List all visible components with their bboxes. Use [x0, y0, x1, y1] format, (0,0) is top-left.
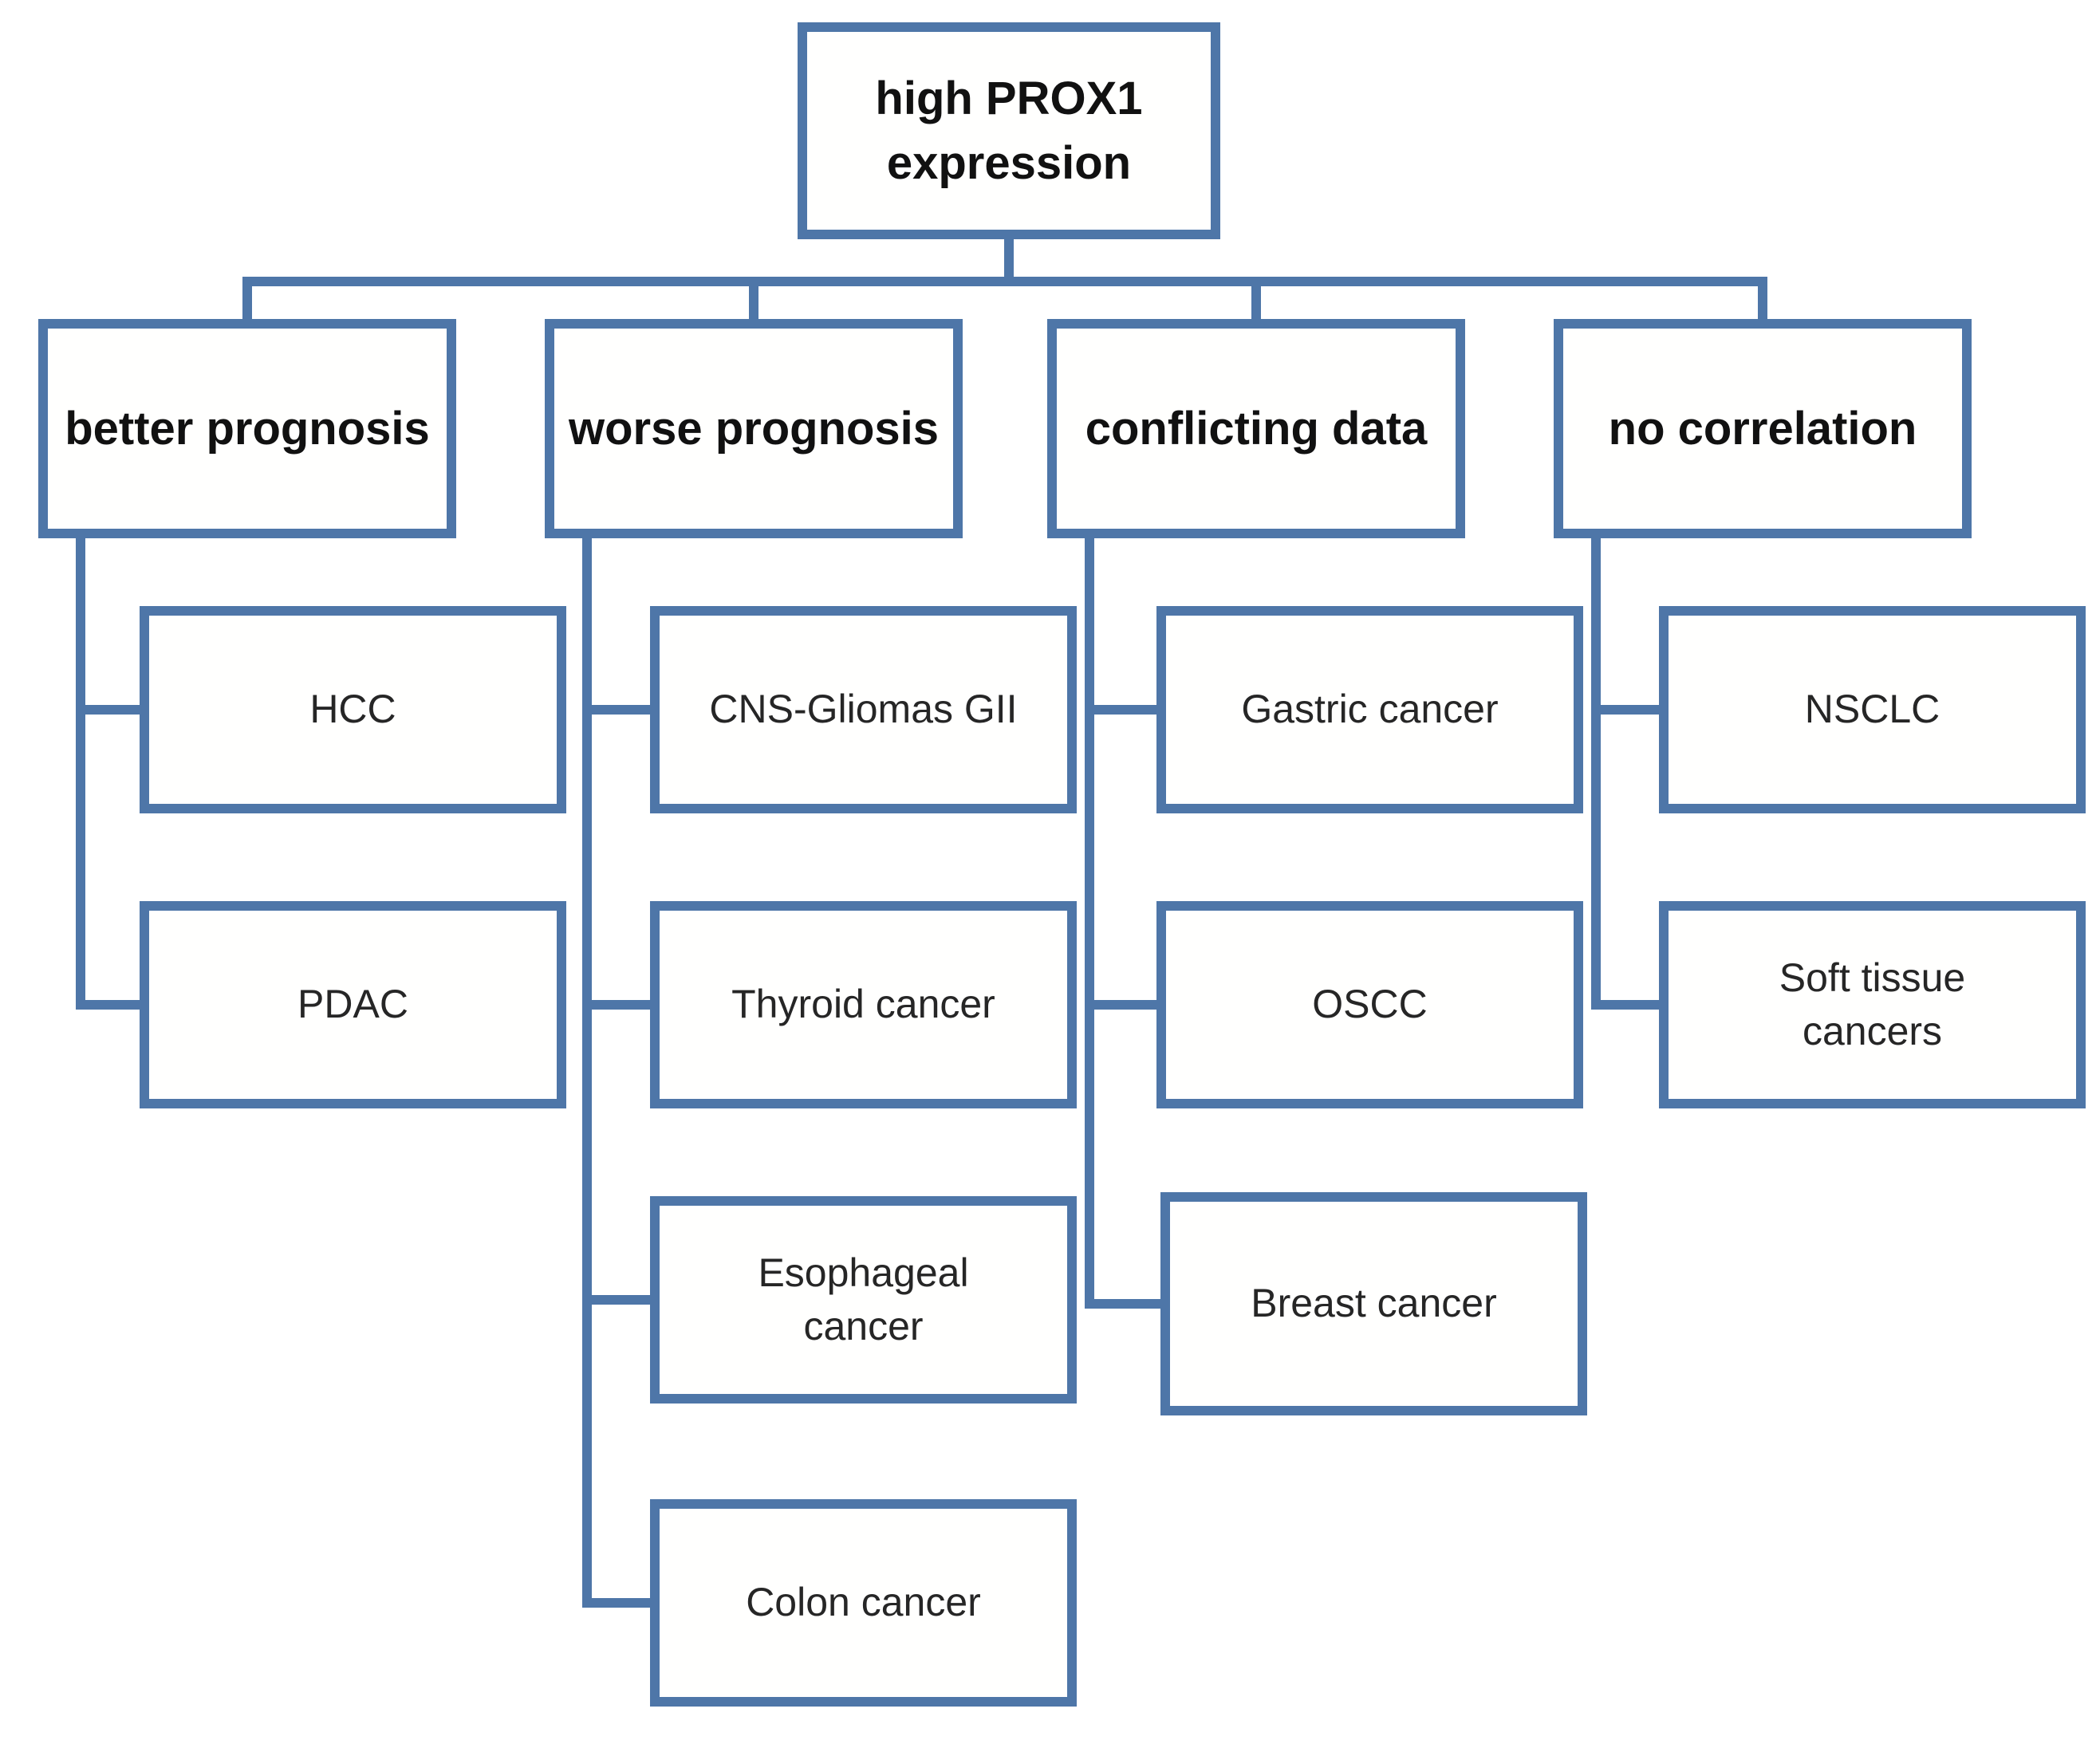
- branch-label: conflicting data: [1085, 402, 1428, 455]
- leaf-label: Soft tissue cancers: [1779, 955, 1966, 1054]
- connector-stub-colon-cancer: [582, 1598, 650, 1608]
- connector-drop-worse-prognosis: [749, 277, 758, 319]
- leaf-box-breast-cancer: Breast cancer: [1160, 1192, 1587, 1415]
- branch-label: no correlation: [1608, 402, 1917, 455]
- connector-drop-better-prognosis: [242, 277, 252, 319]
- connector-drop-no-correlation: [1758, 277, 1767, 319]
- connector-spine-better-prognosis: [76, 538, 85, 1010]
- leaf-label: OSCC: [1312, 982, 1428, 1027]
- branch-box-better-prognosis: better prognosis: [38, 319, 456, 538]
- connector-stub-oscc: [1085, 1000, 1156, 1010]
- leaf-label: CNS-Gliomas GII: [709, 687, 1018, 732]
- connector-bus: [242, 277, 1767, 286]
- leaf-label: Esophageal cancer: [758, 1250, 969, 1349]
- connector-drop-conflicting-data: [1251, 277, 1261, 319]
- leaf-box-gastric-cancer: Gastric cancer: [1156, 606, 1583, 813]
- leaf-label: Breast cancer: [1251, 1281, 1497, 1326]
- connector-stub-esophageal-cancer: [582, 1295, 650, 1305]
- leaf-label: PDAC: [297, 982, 408, 1027]
- connector-stub-cns-gliomas-gii: [582, 705, 650, 715]
- branch-box-conflicting-data: conflicting data: [1047, 319, 1465, 538]
- leaf-label: NSCLC: [1804, 687, 1940, 732]
- connector-spine-conflicting-data: [1085, 538, 1094, 1309]
- connector-root-stub: [1004, 239, 1014, 281]
- branch-label: better prognosis: [65, 402, 430, 455]
- leaf-label: Thyroid cancer: [731, 982, 995, 1027]
- connector-stub-soft-tissue-cancers: [1591, 1000, 1659, 1010]
- branch-box-no-correlation: no correlation: [1554, 319, 1972, 538]
- connector-stub-thyroid-cancer: [582, 1000, 650, 1010]
- leaf-box-nsclc: NSCLC: [1659, 606, 2086, 813]
- root-label: high PROX1 expression: [875, 72, 1143, 189]
- leaf-box-colon-cancer: Colon cancer: [650, 1499, 1077, 1707]
- leaf-box-soft-tissue-cancers: Soft tissue cancers: [1659, 901, 2086, 1108]
- connector-spine-no-correlation: [1591, 538, 1601, 1010]
- root-box-high-prox1-expression: high PROX1 expression: [798, 22, 1220, 239]
- connector-stub-nsclc: [1591, 705, 1659, 715]
- connector-stub-breast-cancer: [1085, 1299, 1160, 1309]
- leaf-label: Gastric cancer: [1241, 687, 1499, 732]
- leaf-box-oscc: OSCC: [1156, 901, 1583, 1108]
- connector-spine-worse-prognosis: [582, 538, 592, 1608]
- branch-box-worse-prognosis: worse prognosis: [545, 319, 963, 538]
- connector-stub-gastric-cancer: [1085, 705, 1156, 715]
- leaf-box-thyroid-cancer: Thyroid cancer: [650, 901, 1077, 1108]
- leaf-box-cns-gliomas-gii: CNS-Gliomas GII: [650, 606, 1077, 813]
- connector-stub-pdac: [76, 1000, 140, 1010]
- leaf-box-esophageal-cancer: Esophageal cancer: [650, 1196, 1077, 1404]
- leaf-box-pdac: PDAC: [140, 901, 566, 1108]
- branch-label: worse prognosis: [568, 402, 940, 455]
- connector-stub-hcc: [76, 705, 140, 715]
- leaf-label: Colon cancer: [746, 1580, 981, 1625]
- leaf-label: HCC: [309, 687, 396, 732]
- leaf-box-hcc: HCC: [140, 606, 566, 813]
